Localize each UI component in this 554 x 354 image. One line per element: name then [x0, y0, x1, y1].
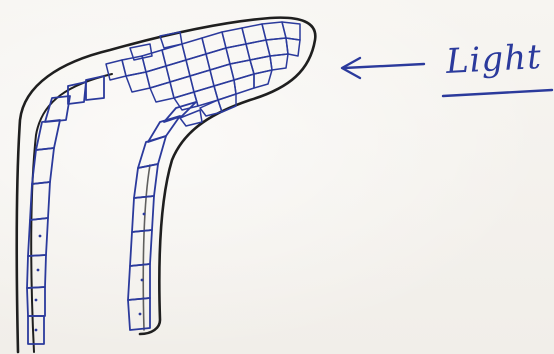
- light-label: Light: [445, 37, 543, 82]
- left-cell-column: [27, 76, 104, 344]
- label-underline: [443, 90, 552, 96]
- light-arrow: [342, 58, 424, 78]
- meristem-cells: [106, 22, 300, 126]
- inner-outline: [31, 74, 112, 352]
- inner-outline-right: [143, 165, 150, 330]
